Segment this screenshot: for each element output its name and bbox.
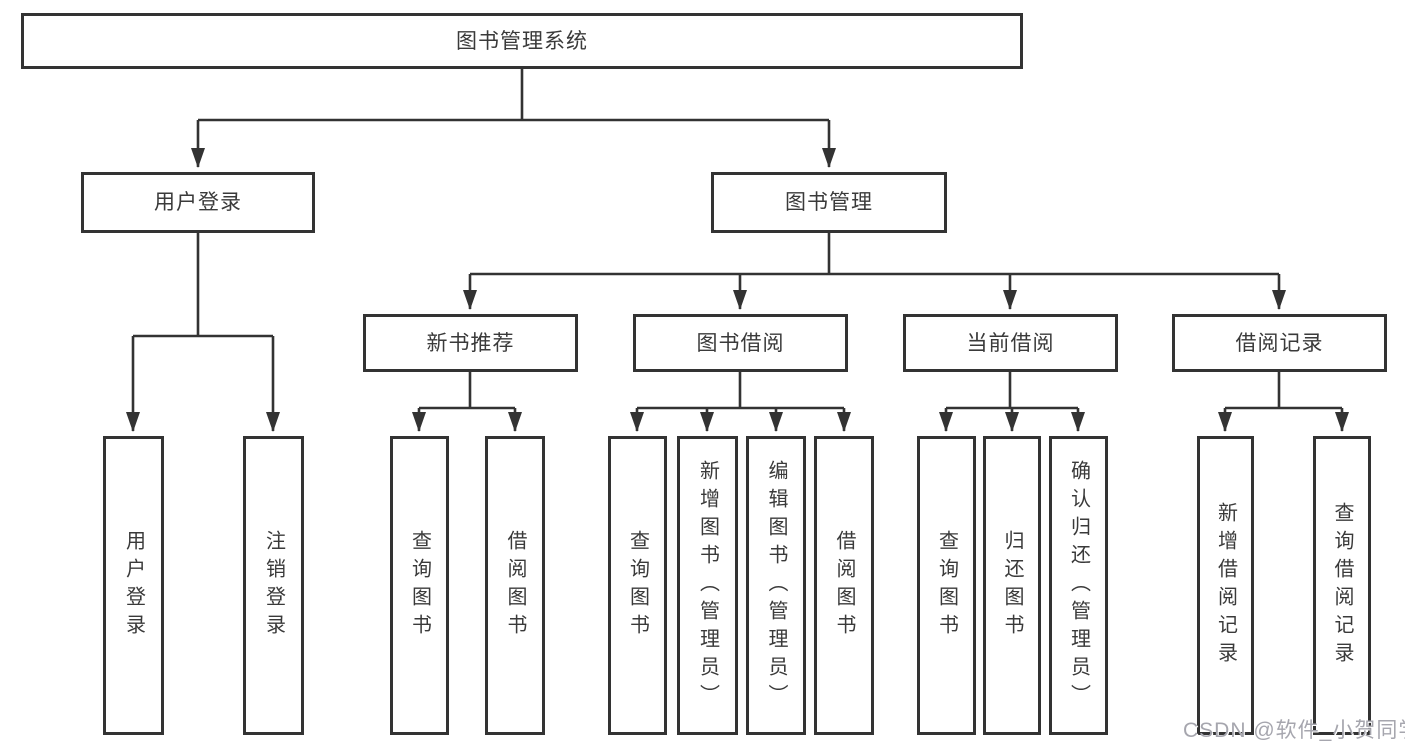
leaf-bb-add-books-admin: 新增图书（管理员）: [677, 436, 738, 735]
leaf-logout: 注销登录: [243, 436, 304, 735]
leaf-user-login: 用户登录: [103, 436, 164, 735]
node-root-system: 图书管理系统: [21, 13, 1023, 69]
leaf-cb-return-books: 归还图书: [983, 436, 1041, 735]
edge-new-books-trunk: [419, 372, 515, 410]
leaf-r-query-record: 查询借阅记录: [1313, 436, 1371, 735]
edge-book-mgmt-trunk: [470, 233, 1279, 276]
leaf-bb-query-books: 查询图书: [608, 436, 667, 735]
node-book-borrow: 图书借阅: [633, 314, 848, 372]
node-user-login: 用户登录: [81, 172, 315, 233]
node-current-borrow: 当前借阅: [903, 314, 1118, 372]
edge-borrow-records-trunk: [1225, 372, 1342, 410]
edge-root-trunk: [198, 69, 829, 122]
node-borrow-records: 借阅记录: [1172, 314, 1387, 372]
edge-user-login-trunk: [133, 233, 273, 338]
leaf-nb-query-books: 查询图书: [390, 436, 449, 735]
edge-current-borrow-trunk: [946, 372, 1078, 410]
edge-book-borrow-trunk: [637, 372, 844, 410]
node-book-management: 图书管理: [711, 172, 947, 233]
leaf-bb-borrow-books: 借阅图书: [814, 436, 874, 735]
leaf-cb-confirm-return-admin: 确认归还（管理员）: [1049, 436, 1108, 735]
leaf-nb-borrow-books: 借阅图书: [485, 436, 545, 735]
node-new-book-recommend: 新书推荐: [363, 314, 578, 372]
leaf-cb-query-books: 查询图书: [917, 436, 976, 735]
leaf-bb-edit-books-admin: 编辑图书（管理员）: [746, 436, 806, 735]
watermark: CSDN @软件_小贺同学: [1183, 719, 1405, 742]
leaf-r-add-record: 新增借阅记录: [1197, 436, 1254, 735]
